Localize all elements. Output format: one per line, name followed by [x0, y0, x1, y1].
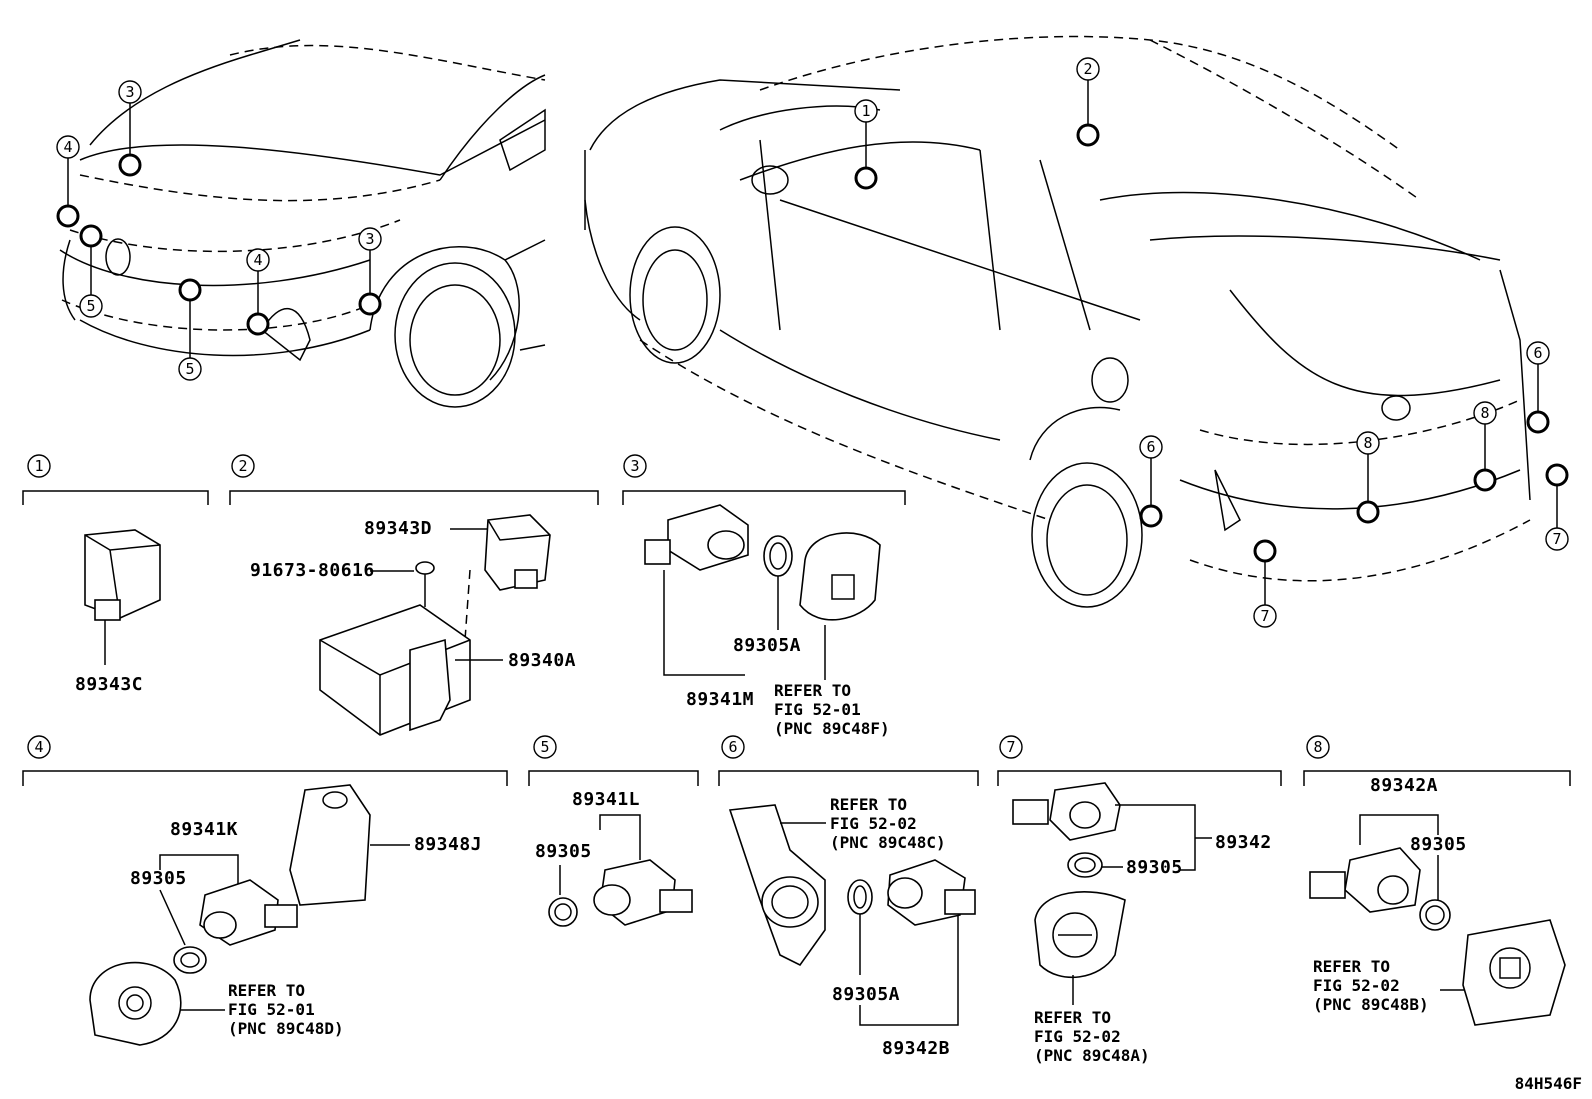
part-number-89343d: 89343D: [364, 518, 432, 539]
bezel-s8-drawing: [1462, 919, 1566, 1026]
part-number-89305-s5: 89305: [535, 841, 592, 862]
part-number-89305-s8: 89305: [1410, 834, 1467, 855]
svg-text:8: 8: [1480, 404, 1489, 422]
refer-line-1: REFER TO: [774, 681, 851, 700]
section-5: 5 89341L 89305: [528, 735, 699, 927]
part-number-89305-s4: 89305: [130, 868, 187, 889]
sensor-89343d-drawing: [484, 514, 551, 591]
part-number-89341l: 89341L: [572, 789, 640, 810]
ring-89305-s4-drawing: [173, 946, 207, 974]
svg-text:3: 3: [125, 83, 134, 101]
refer-line-2: FIG 52-01: [228, 1000, 315, 1019]
ring-89305a-s6-drawing: [847, 879, 873, 915]
section-5-number: 5: [540, 738, 549, 756]
refer-line-1: REFER TO: [830, 795, 907, 814]
bezel-s4-drawing: [89, 961, 182, 1046]
refer-line-2: FIG 52-02: [1034, 1027, 1121, 1046]
refer-line-3: (PNC 89C48B): [1313, 995, 1429, 1014]
ring-89305-s7-drawing: [1067, 852, 1103, 878]
sensor-89341l-drawing: [593, 859, 693, 926]
refer-line-2: FIG 52-01: [774, 700, 861, 719]
part-number-89305a-s3: 89305A: [733, 635, 801, 656]
sensor-89343c-drawing: [84, 529, 161, 621]
svg-text:7: 7: [1260, 607, 1269, 625]
section-7: 7 89342 89305 REFER TO FIG 52-02 (PNC 89…: [997, 735, 1282, 1065]
svg-text:6: 6: [1146, 438, 1155, 456]
section-3: 3 89305A 89341M REFER TO FIG 52-01 (PNC …: [622, 454, 906, 738]
svg-text:2: 2: [1083, 60, 1092, 78]
part-number-91673-80616: 91673-80616: [250, 560, 375, 581]
bezel-drawing: [799, 532, 881, 621]
svg-text:8: 8: [1363, 434, 1372, 452]
refer-line-3: (PNC 89C48F): [774, 719, 890, 738]
svg-text:4: 4: [253, 251, 262, 269]
section-6: 6 REFER TO FIG 52-02 (PNC 89C48C) 89305A…: [718, 735, 979, 1059]
diagram-code: 84H546F: [1515, 1074, 1582, 1093]
section-2: 2 89343D 91673-80616 89340A: [229, 454, 599, 736]
part-number-89341m: 89341M: [686, 689, 754, 710]
refer-line-3: (PNC 89C48D): [228, 1019, 344, 1038]
section-6-number: 6: [728, 738, 737, 756]
part-number-89305-s7: 89305: [1126, 857, 1183, 878]
svg-text:1: 1: [861, 102, 870, 120]
cover-89348j-drawing: [289, 784, 371, 906]
sensor-location-markers: [56, 123, 1569, 563]
part-number-89305a-s6: 89305A: [832, 984, 900, 1005]
svg-text:7: 7: [1552, 530, 1561, 548]
ring-89305a-drawing: [763, 535, 793, 577]
bezel-s6-drawing: [728, 804, 826, 967]
svg-text:6: 6: [1533, 344, 1542, 362]
ring-89305-s5-drawing: [548, 897, 578, 927]
part-number-89340a: 89340A: [508, 650, 576, 671]
svg-text:3: 3: [365, 230, 374, 248]
part-number-89343c: 89343C: [75, 674, 143, 695]
refer-line-3: (PNC 89C48A): [1034, 1046, 1150, 1065]
sensor-89342-drawing: [1012, 782, 1121, 841]
sensor-89342b-drawing: [887, 859, 976, 926]
svg-text:4: 4: [63, 138, 72, 156]
part-number-89342b: 89342B: [882, 1038, 950, 1059]
vehicle-callouts: 3 4 5 5 4 3 1 2 6 7 8 8 6 7: [56, 57, 1569, 628]
part-number-89342: 89342: [1215, 832, 1272, 853]
bolt-drawing: [415, 561, 435, 598]
svg-text:5: 5: [185, 360, 194, 378]
ecu-89340a-drawing: [319, 604, 471, 736]
sensor-89342a-drawing: [1309, 847, 1421, 913]
refer-line-1: REFER TO: [1034, 1008, 1111, 1027]
ring-89305-s8-drawing: [1419, 899, 1451, 931]
section-1-number: 1: [34, 457, 43, 475]
sensor-89341m-drawing: [644, 504, 749, 571]
svg-text:5: 5: [86, 297, 95, 315]
refer-line-2: FIG 52-02: [830, 814, 917, 833]
part-number-89341k: 89341K: [170, 819, 238, 840]
refer-line-3: (PNC 89C48C): [830, 833, 946, 852]
section-8: 8 89342A 89305 REFER TO FIG 52-02 (PNC 8…: [1303, 735, 1571, 1026]
section-3-number: 3: [630, 457, 639, 475]
section-4: 4 89348J 89341K 89305 REFER TO FIG 52-01: [22, 735, 508, 1046]
section-2-number: 2: [238, 457, 247, 475]
refer-line-1: REFER TO: [228, 981, 305, 1000]
front-vehicle-view: [59, 39, 546, 408]
refer-line-2: FIG 52-02: [1313, 976, 1400, 995]
section-1: 1 89343C: [22, 454, 209, 695]
section-4-number: 4: [34, 738, 43, 756]
section-8-number: 8: [1313, 738, 1322, 756]
part-number-89342a: 89342A: [1370, 775, 1438, 796]
bezel-s7-drawing: [1034, 891, 1126, 979]
part-number-89348j: 89348J: [414, 834, 482, 855]
refer-line-1: REFER TO: [1313, 957, 1390, 976]
section-7-number: 7: [1006, 738, 1015, 756]
callout-leaders: [67, 80, 1558, 605]
sensor-89341k-drawing: [199, 879, 298, 946]
